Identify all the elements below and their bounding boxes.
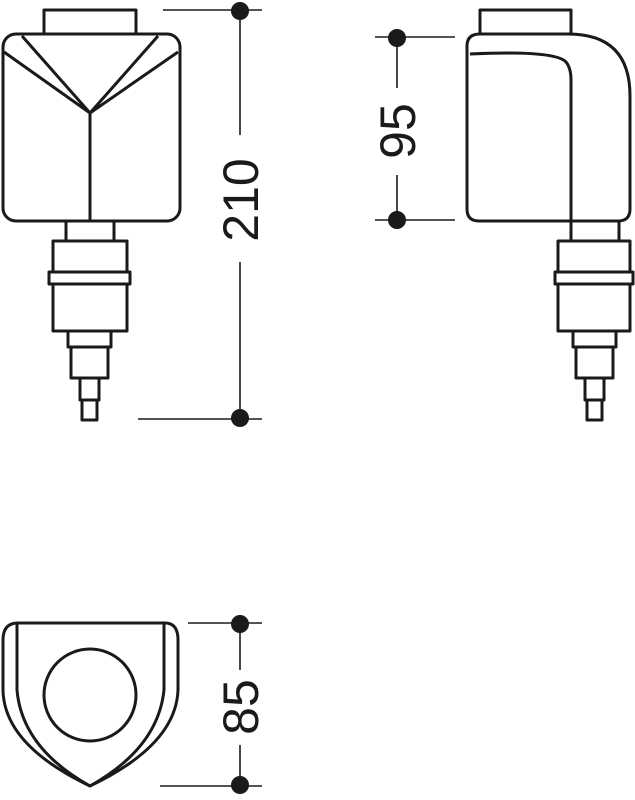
front-ring [47,270,132,286]
side-top-cap [478,8,573,36]
front-neck [64,219,116,243]
dimension-dot [231,615,249,633]
dimension-210: 210 [138,2,269,427]
top-outlet-circle [42,647,138,743]
side-body-edge [469,51,573,221]
front-step-3 [78,376,101,402]
front-lower-cylinder [51,282,129,333]
dimension-label-210: 210 [213,158,269,241]
top-inner-edges [15,623,166,788]
dimension-dot [231,409,249,427]
front-step-2 [69,345,110,380]
side-view [465,8,635,422]
side-step-1 [571,329,618,349]
side-neck [569,219,621,243]
side-step-2 [574,345,615,380]
front-view [1,8,182,422]
front-top-cap [42,8,138,36]
dimension-dot [388,29,406,47]
top-outline [1,621,180,788]
side-step-3 [583,376,606,402]
side-body [465,32,632,223]
dimension-dot [231,776,249,794]
top-view [1,621,180,788]
dimension-label-95: 95 [370,103,426,159]
side-ring [553,270,635,286]
side-lower-cylinder [556,282,632,333]
side-tip [585,398,604,422]
front-tip [80,398,99,422]
side-upper-cylinder [556,239,632,274]
dimension-label-85: 85 [213,679,269,735]
dimension-95: 95 [370,29,455,229]
front-body-facets [3,35,179,221]
dimension-dot [231,2,249,20]
front-upper-cylinder [51,239,129,274]
front-step-1 [66,329,113,349]
dimension-dot [388,211,406,229]
dimension-85: 85 [160,615,269,794]
